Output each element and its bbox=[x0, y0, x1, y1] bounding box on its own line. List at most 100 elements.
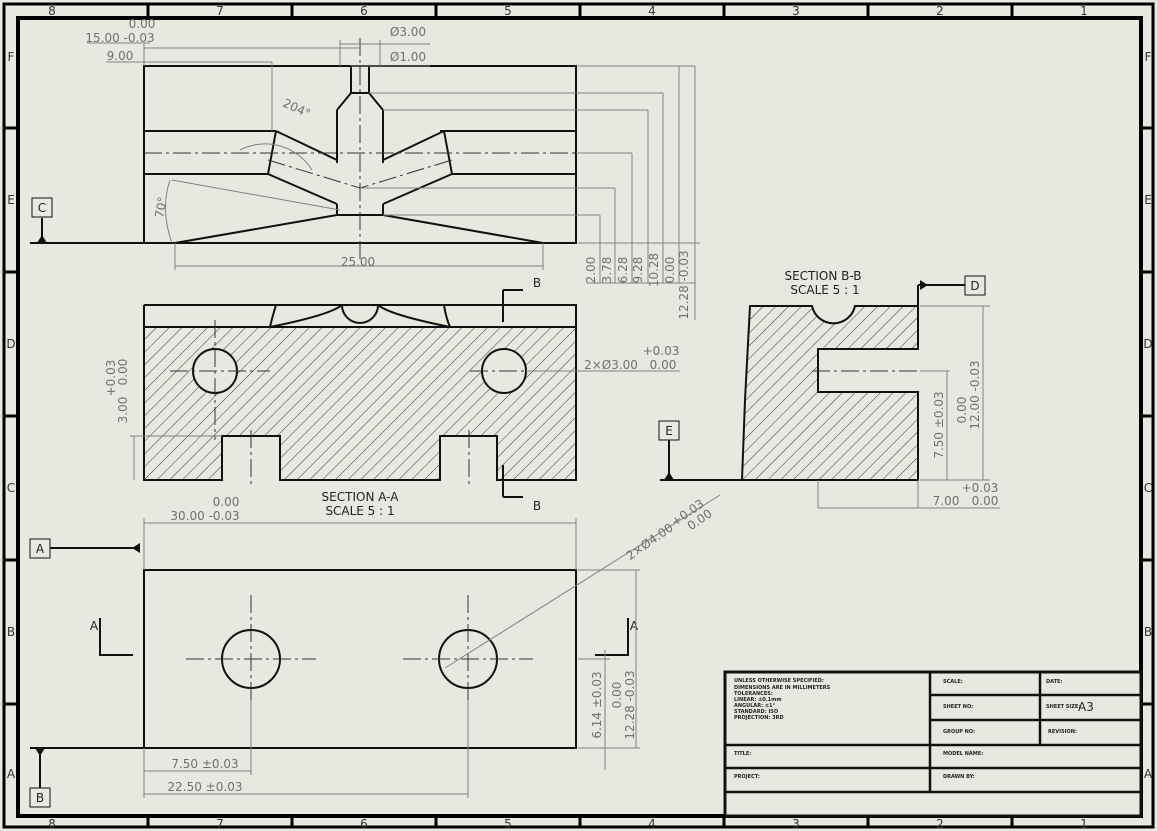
zone-col-8-bottom: 8 bbox=[48, 817, 56, 831]
datum-d-label: D bbox=[970, 279, 979, 293]
tb-note-4: LINEAR: ±0.1mm bbox=[734, 697, 782, 703]
tb-title-label: TITLE: bbox=[734, 751, 751, 757]
tb-scale-label: SCALE: bbox=[943, 679, 963, 685]
datum-e-box bbox=[658, 420, 680, 441]
tb-note-5: ANGULAR: ±1° bbox=[734, 703, 776, 709]
zone-row-b-right: B bbox=[1144, 625, 1152, 639]
tb-note-6: STANDARD: ISO bbox=[734, 709, 778, 715]
section-b-b-scale: SCALE 5 : 1 bbox=[790, 283, 859, 297]
dim-bb-1200: 12.00 -0.03 bbox=[968, 360, 982, 429]
tb-note-7: PROJECTION: 3RD bbox=[734, 715, 784, 721]
dim-h-2: 2.00 bbox=[584, 257, 598, 284]
zone-col-4: 4 bbox=[648, 4, 656, 18]
dim-top-15: 15.00 -0.03 bbox=[85, 31, 154, 45]
zone-row-c: C bbox=[7, 481, 15, 495]
zone-col-8: 8 bbox=[48, 4, 56, 18]
dim-h-tol: 0.00 bbox=[663, 257, 677, 284]
zone-col-2-bottom: 2 bbox=[936, 817, 944, 831]
cut-b-bottom-label: B bbox=[533, 499, 541, 513]
dim-top-zero: 0.00 bbox=[129, 17, 156, 31]
datum-d-box bbox=[964, 275, 986, 296]
zone-col-6-bottom: 6 bbox=[360, 817, 368, 831]
zone-row-e-right: E bbox=[1144, 193, 1152, 207]
datum-a-box bbox=[29, 538, 51, 559]
section-b-b-title: SECTION B-B bbox=[784, 269, 861, 283]
title-block: UNLESS OTHERWISE SPECIFIED: DIMENSIONS A… bbox=[723, 670, 1143, 818]
zone-labels: 8 7 6 5 4 3 2 1 F E D C B A F E D C B A … bbox=[6, 4, 1153, 831]
zone-row-b: B bbox=[7, 625, 15, 639]
tb-group-no-label: GROUP NO: bbox=[943, 729, 975, 735]
dim-aa-height-3: 3.00 bbox=[116, 397, 130, 424]
section-a-a-title: SECTION A-A bbox=[322, 490, 400, 504]
tb-sheet-size-label: SHEET SIZE: bbox=[1046, 704, 1080, 710]
section-a-a-scale: SCALE 5 : 1 bbox=[325, 504, 394, 518]
tb-date-label: DATE: bbox=[1046, 679, 1062, 685]
dim-h-928: 9.28 bbox=[631, 257, 645, 284]
dim-dia1: Ø1.00 bbox=[390, 50, 426, 64]
dim-aa-tol-lower: 0.00 bbox=[116, 359, 130, 386]
cut-b-top-label: B bbox=[533, 276, 541, 290]
tb-sheet-size-value: A3 bbox=[1078, 700, 1094, 714]
datum-a-label: A bbox=[36, 542, 45, 556]
dim-bv-1228: 12.28 -0.03 bbox=[623, 670, 637, 739]
dim-bb-700: 7.00 bbox=[933, 494, 960, 508]
zone-col-3: 3 bbox=[792, 4, 800, 18]
dim-aa-holes: 2×Ø3.00 bbox=[584, 358, 638, 372]
zone-col-5-bottom: 5 bbox=[504, 817, 512, 831]
dim-h-378: 3.78 bbox=[600, 257, 614, 284]
zone-col-6: 6 bbox=[360, 4, 368, 18]
dim-bb-w-tol-upper: +0.03 bbox=[962, 481, 999, 495]
tb-revision-label: REVISION: bbox=[1048, 729, 1077, 735]
tb-note-1: UNLESS OTHERWISE SPECIFIED: bbox=[734, 678, 824, 684]
zone-col-4-bottom: 4 bbox=[648, 817, 656, 831]
dim-dia3: Ø3.00 bbox=[390, 25, 426, 39]
zone-row-f-right: F bbox=[1145, 50, 1152, 64]
tb-note-3: TOLERANCES: bbox=[734, 691, 773, 697]
dim-bb-750: 7.50 ±0.03 bbox=[932, 391, 946, 458]
dim-bv-30: 30.00 -0.03 bbox=[170, 509, 239, 523]
zone-row-a: A bbox=[7, 767, 16, 781]
zone-row-a-right: A bbox=[1144, 767, 1153, 781]
zone-col-5: 5 bbox=[504, 4, 512, 18]
dim-bv-2250: 22.50 ±0.03 bbox=[168, 780, 243, 794]
zone-col-7-bottom: 7 bbox=[216, 817, 224, 831]
zone-col-1: 1 bbox=[1080, 4, 1088, 18]
zone-row-f: F bbox=[8, 50, 15, 64]
tb-drawn-by-label: DRAWN BY: bbox=[943, 774, 975, 780]
dim-bb-tol-upper: 0.00 bbox=[955, 397, 969, 424]
dim-aa-tol-upper: +0.03 bbox=[104, 360, 118, 397]
section-b-b-view: D E 7.50 ±0.03 0.00 12.00 -0.03 +0.03 7.… bbox=[658, 269, 1000, 509]
tb-project-label: PROJECT: bbox=[734, 774, 760, 780]
tb-sheet-no-label: SHEET NO: bbox=[943, 704, 973, 710]
dim-angle-70: 70° bbox=[152, 196, 169, 219]
dim-bv-w-tol: 0.00 bbox=[213, 495, 240, 509]
dim-h-628: 6.28 bbox=[616, 257, 630, 284]
dim-bb-w-tol-lower: 0.00 bbox=[972, 494, 999, 508]
zone-row-d: D bbox=[6, 337, 15, 351]
dim-width-25: 25.00 bbox=[341, 255, 375, 269]
cut-a-right-label: A bbox=[630, 619, 639, 633]
dim-aa-holes-tol-lower: 0.00 bbox=[650, 358, 677, 372]
zone-col-3-bottom: 3 bbox=[792, 817, 800, 831]
datum-b-label: B bbox=[36, 791, 44, 805]
dim-bv-h-tol: 0.00 bbox=[610, 682, 624, 709]
cut-a-left-label: A bbox=[90, 619, 99, 633]
dim-bv-750: 7.50 ±0.03 bbox=[171, 757, 238, 771]
dim-top-9: 9.00 bbox=[107, 49, 134, 63]
datum-c-label: C bbox=[38, 201, 46, 215]
zone-row-d-right: D bbox=[1143, 337, 1152, 351]
section-a-a-view: B B +0.03 0.00 3.00 2×Ø3.00 +0.03 0.00 S… bbox=[104, 276, 680, 518]
zone-row-e: E bbox=[7, 193, 15, 207]
zone-col-2: 2 bbox=[936, 4, 944, 18]
datum-e-label: E bbox=[665, 424, 673, 438]
dim-h-1228: 12.28 -0.03 bbox=[677, 250, 691, 319]
tb-model-name-label: MODEL NAME: bbox=[943, 751, 983, 757]
datum-b-box bbox=[29, 787, 51, 808]
zone-col-7: 7 bbox=[216, 4, 224, 18]
dim-bv-614: 6.14 ±0.03 bbox=[590, 671, 604, 738]
tb-note-2: DIMENSIONS ARE IN MILLIMETERS bbox=[734, 685, 831, 691]
dim-h-1028: 10.28 bbox=[647, 253, 661, 287]
dim-aa-holes-tol-upper: +0.03 bbox=[643, 344, 680, 358]
